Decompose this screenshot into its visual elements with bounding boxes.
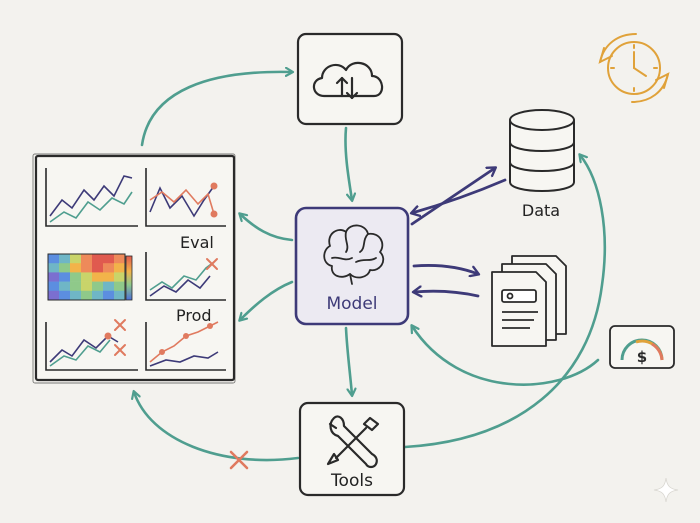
arrow-model-to-tools bbox=[344, 326, 352, 395]
heatmap-cell bbox=[81, 263, 93, 273]
sparkle-icon bbox=[653, 477, 679, 503]
blocked-x-mark bbox=[229, 450, 249, 470]
database-icon bbox=[509, 109, 575, 192]
data-node: Data bbox=[509, 109, 575, 220]
heatmap-cell bbox=[59, 281, 71, 292]
heatmap-cell bbox=[48, 290, 60, 301]
heatmap-cell bbox=[114, 272, 126, 282]
chart-line-1 bbox=[45, 168, 138, 227]
wrench-screwdriver-icon bbox=[326, 415, 380, 469]
model-box: Model bbox=[294, 206, 410, 326]
arrow-data-to-model bbox=[412, 178, 507, 213]
arrow-model-to-data bbox=[410, 168, 495, 226]
arrow-docs-to-model bbox=[414, 291, 480, 296]
heatmap-cell bbox=[70, 254, 82, 264]
heatmap-cell bbox=[81, 254, 93, 264]
heatmap bbox=[47, 253, 126, 301]
arrows bbox=[134, 72, 607, 462]
heatmap-colorbar bbox=[125, 255, 133, 301]
heatmap-cell bbox=[92, 263, 104, 273]
heatmap-cell bbox=[114, 281, 126, 292]
model-label: Model bbox=[326, 294, 377, 314]
heatmap-cell bbox=[103, 281, 115, 292]
arrow-loop-to-model bbox=[412, 326, 600, 386]
heatmap-cell bbox=[70, 290, 82, 301]
heatmap-cell bbox=[114, 290, 126, 301]
heatmap-cell bbox=[92, 290, 104, 301]
heatmap-cell bbox=[92, 281, 104, 292]
arrow-loop-to-data bbox=[403, 155, 607, 449]
heatmap-cell bbox=[103, 272, 115, 282]
heatmap-cell bbox=[70, 263, 82, 273]
heatmap-cell bbox=[59, 290, 71, 301]
heatmap-cell bbox=[114, 254, 126, 264]
heatmap-cell bbox=[48, 281, 60, 292]
chart-line-3 bbox=[45, 319, 138, 371]
heatmap-cell bbox=[48, 263, 60, 273]
data-label: Data bbox=[522, 201, 560, 220]
cost-gauge-icon: $ bbox=[609, 325, 675, 369]
heatmap-cell bbox=[70, 272, 82, 282]
arrow-tools-to-dashboard bbox=[134, 392, 300, 462]
metrics-dashboard bbox=[32, 153, 236, 384]
tools-box: Tools bbox=[298, 401, 406, 497]
heatmap-border bbox=[47, 253, 126, 301]
arrow-model-to-docs bbox=[412, 263, 478, 274]
heatmap-cell bbox=[48, 254, 60, 264]
arrow-dashboard-to-cloud bbox=[140, 72, 292, 147]
arrow-model-to-dashboard-prod bbox=[240, 280, 294, 320]
heatmap-cell bbox=[81, 290, 93, 301]
heatmap-cell bbox=[70, 281, 82, 292]
heatmap-cell bbox=[92, 254, 104, 264]
heatmap-cell bbox=[59, 263, 71, 273]
arrow-cloud-to-model bbox=[344, 126, 352, 200]
eval-label: Eval bbox=[180, 233, 214, 252]
chart-line-eval bbox=[145, 252, 226, 301]
dollar-glyph: $ bbox=[637, 348, 647, 366]
heatmap-cell bbox=[103, 290, 115, 301]
clock-refresh-icon bbox=[598, 33, 670, 103]
heatmap-cell bbox=[92, 272, 104, 282]
tools-label: Tools bbox=[330, 471, 373, 491]
heatmap-cell bbox=[81, 272, 93, 282]
chart-line-prod bbox=[145, 321, 226, 371]
documents-search-icon bbox=[491, 255, 567, 347]
arrow-model-to-dashboard-eval bbox=[240, 214, 294, 242]
heatmap-cell bbox=[81, 281, 93, 292]
brain-icon bbox=[323, 224, 385, 285]
prod-label: Prod bbox=[176, 306, 212, 325]
heatmap-cell bbox=[48, 272, 60, 282]
chart-line-2 bbox=[145, 168, 226, 227]
heatmap-cell bbox=[103, 263, 115, 273]
heatmap-cell bbox=[59, 272, 71, 282]
heatmap-cell bbox=[114, 263, 126, 273]
heatmap-cell bbox=[103, 254, 115, 264]
heatmap-cell bbox=[59, 254, 71, 264]
cloud-sync-box bbox=[296, 32, 404, 126]
cloud-sync-icon bbox=[312, 61, 384, 100]
